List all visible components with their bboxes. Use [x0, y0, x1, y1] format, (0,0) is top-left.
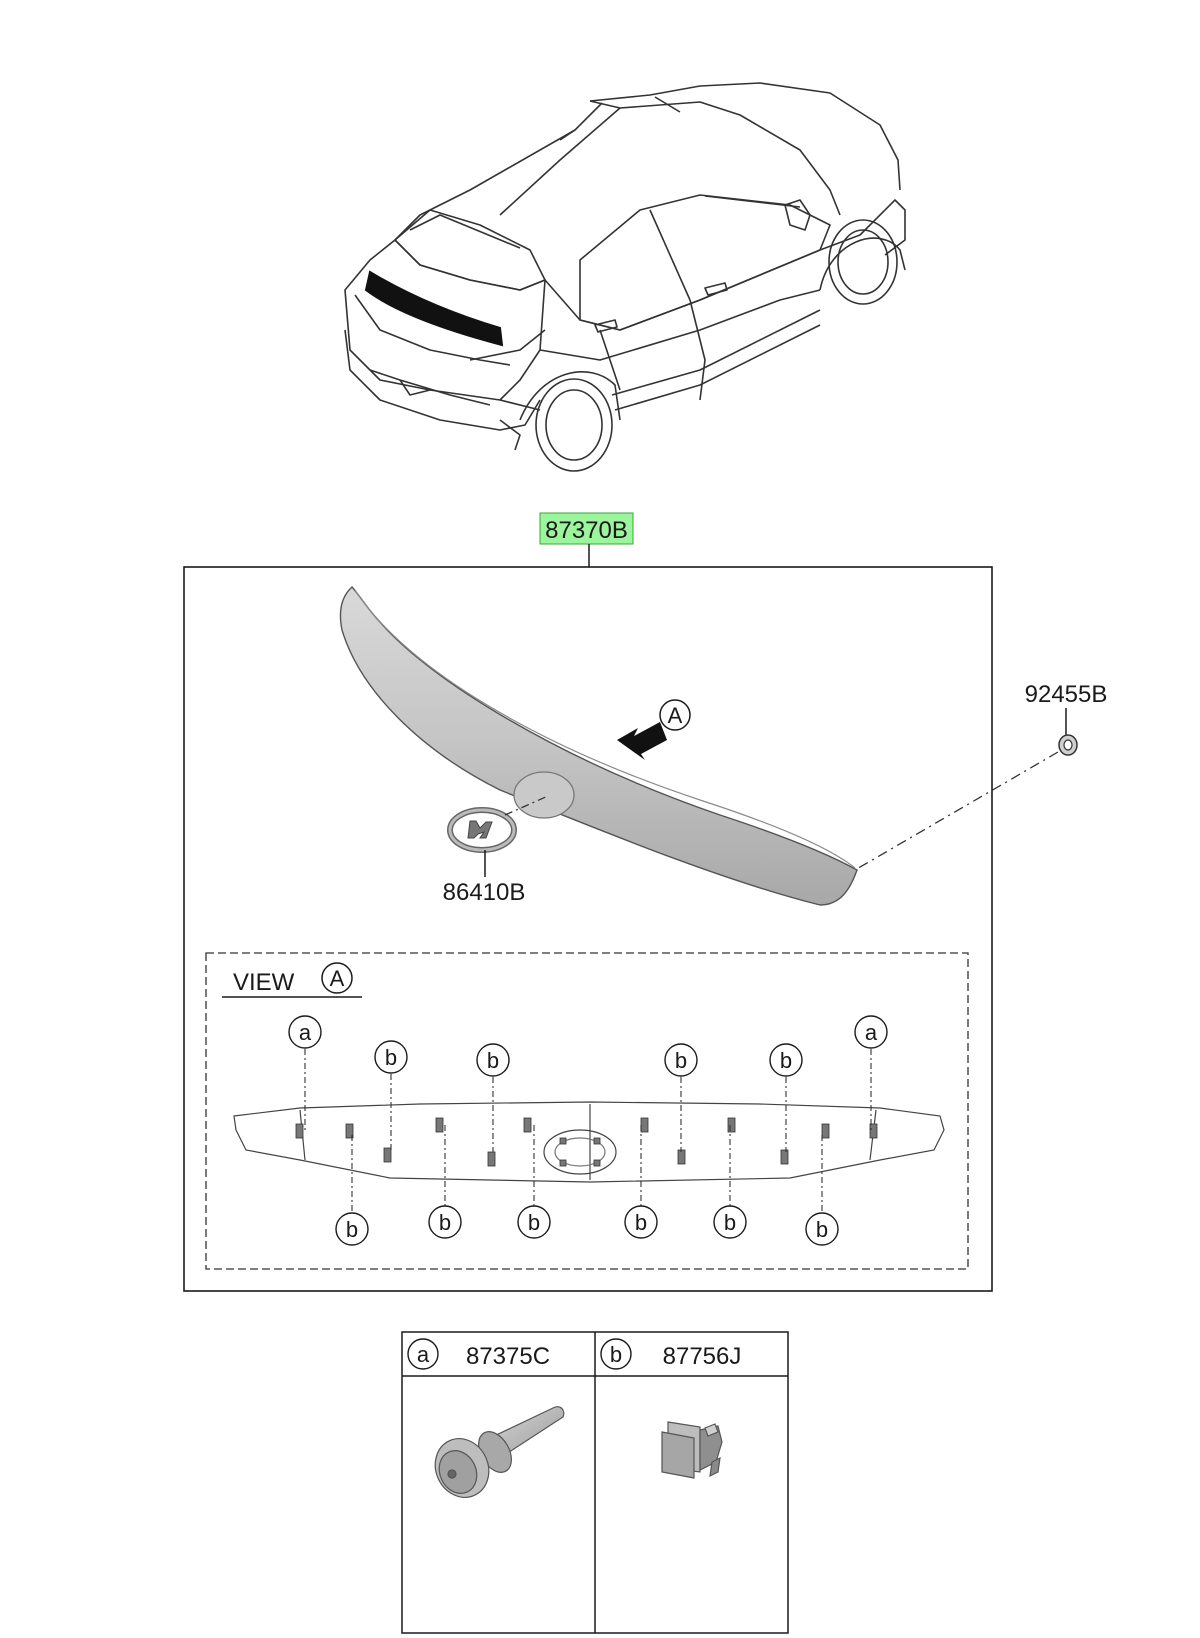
clip-marks: [295, 1117, 878, 1167]
view-arrow-label: A: [668, 703, 683, 728]
main-part-code[interactable]: 87370B: [545, 517, 628, 544]
legend-key-a: a: [417, 1342, 430, 1367]
emblem-dash-line: [504, 795, 549, 816]
callout-b[interactable]: b: [724, 1210, 736, 1235]
callout-b[interactable]: b: [346, 1217, 358, 1242]
legend-key-b: b: [610, 1342, 622, 1367]
callout-circles: [288, 1015, 888, 1246]
emblem-part-code[interactable]: 86410B: [443, 879, 526, 906]
callout-b[interactable]: b: [439, 1210, 451, 1235]
legend-key-circle-a: [407, 1338, 439, 1370]
callout-a[interactable]: a: [865, 1020, 878, 1045]
clip-b-icon: [661, 1421, 723, 1479]
legend-key-circle-b: [600, 1338, 632, 1370]
callout-b[interactable]: b: [780, 1048, 792, 1073]
emblem-part-icon: [447, 807, 517, 853]
view-arrow-circle: [659, 699, 691, 731]
view-a-frame: [205, 952, 969, 1270]
spoiler-emblem-mount: [513, 771, 575, 819]
callout-b[interactable]: b: [528, 1210, 540, 1235]
view-title: VIEW: [233, 969, 295, 996]
fastener-a-icon: [434, 1406, 565, 1498]
assembly-frame: [183, 566, 993, 1292]
callout-leaders: [304, 1049, 872, 1213]
view-ref-label: A: [330, 966, 345, 991]
view-ref-circle: [321, 962, 353, 994]
view-direction-arrow: [617, 722, 667, 760]
nut-part-code[interactable]: 92455B: [1025, 681, 1108, 708]
nut-dash-line: [854, 751, 1059, 871]
car-illustration: [344, 82, 906, 472]
legend-table: [401, 1331, 789, 1634]
spoiler-underside: [233, 1101, 945, 1183]
callout-b[interactable]: b: [385, 1045, 397, 1070]
callout-b[interactable]: b: [675, 1048, 687, 1073]
car-spoiler-highlight: [364, 270, 504, 347]
callout-b[interactable]: b: [635, 1210, 647, 1235]
legend-code-a[interactable]: 87375C: [466, 1343, 550, 1370]
callout-b[interactable]: b: [487, 1048, 499, 1073]
callout-a[interactable]: a: [299, 1020, 312, 1045]
main-part-highlight: [539, 512, 634, 545]
callout-b[interactable]: b: [816, 1217, 828, 1242]
spoiler-top-edge: [354, 589, 856, 869]
nut-part-icon: [1058, 734, 1078, 756]
rear-spoiler[interactable]: [339, 586, 858, 906]
legend-code-b[interactable]: 87756J: [663, 1343, 742, 1370]
